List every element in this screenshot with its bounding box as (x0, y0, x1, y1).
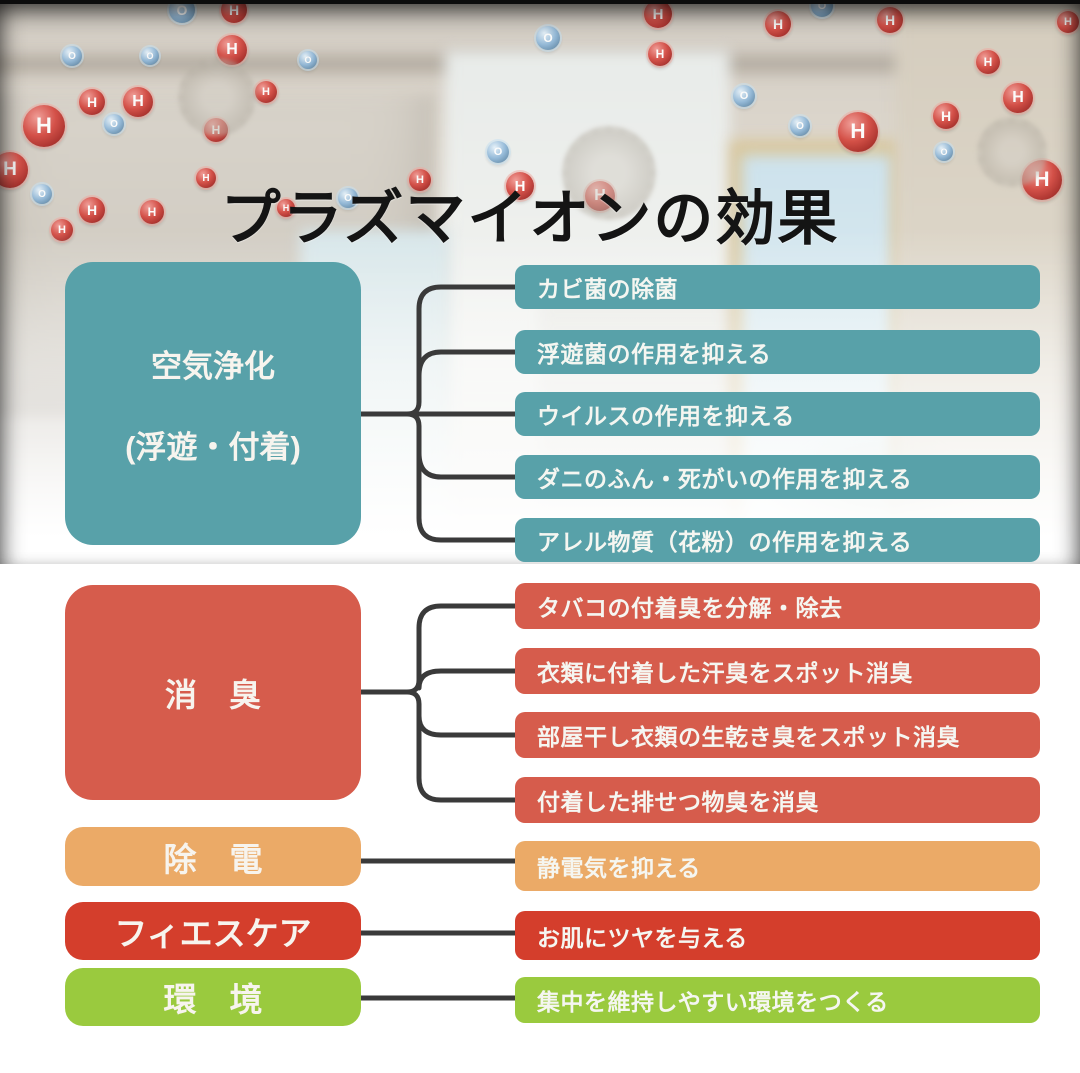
benefit-item-mold: カビ菌の除菌 (515, 265, 1040, 309)
benefit-item-waste-odor: 付着した排せつ物臭を消臭 (515, 777, 1040, 823)
connector-air-branch2 (416, 349, 518, 379)
benefit-item-static: 静電気を抑える (515, 841, 1040, 891)
benefit-item-damp-clothes: 部屋干し衣類の生乾き臭をスポット消臭 (515, 712, 1040, 758)
benefit-item-virus: ウイルスの作用を抑える (515, 392, 1040, 436)
category-face-care-label: フィエスケア (114, 915, 312, 952)
category-environment-label: 環 境 (163, 981, 263, 1018)
category-face-care: フィエスケア (65, 902, 361, 960)
connector-air-branch4 (416, 450, 518, 480)
benefit-item-airborne-bacteria: 浮遊菌の作用を抑える (515, 330, 1040, 374)
category-air-label-line1: 空気浄化 (151, 348, 275, 384)
category-air-purification: 空気浄化 (浮遊・付着) (65, 262, 361, 545)
category-deodorize: 消 臭 (65, 585, 361, 800)
benefit-item-mites: ダニのふん・死がいの作用を抑える (515, 455, 1040, 499)
category-static-label: 除 電 (163, 840, 263, 878)
page-title: プラズマイオンの効果 (220, 184, 840, 254)
connector-deod-branch2 (416, 668, 518, 691)
benefit-item-concentration: 集中を維持しやすい環境をつくる (515, 977, 1040, 1023)
connector-deod-down (404, 689, 518, 803)
category-air-label-line2: (浮遊・付着) (125, 429, 301, 465)
benefit-item-allergens: アレル物質（花粉）の作用を抑える (515, 518, 1040, 562)
benefit-item-sweat-odor: 衣類に付着した汗臭をスポット消臭 (515, 648, 1040, 694)
connector-air-down (404, 411, 518, 543)
category-environment: 環 境 (65, 968, 361, 1026)
benefit-item-skin: お肌にツヤを与える (515, 911, 1040, 960)
benefit-item-tobacco: タバコの付着臭を分解・除去 (515, 583, 1040, 629)
category-static-removal: 除 電 (65, 827, 361, 886)
connector-deod-branch3 (416, 713, 518, 738)
category-deodorize-label: 消 臭 (164, 676, 261, 713)
